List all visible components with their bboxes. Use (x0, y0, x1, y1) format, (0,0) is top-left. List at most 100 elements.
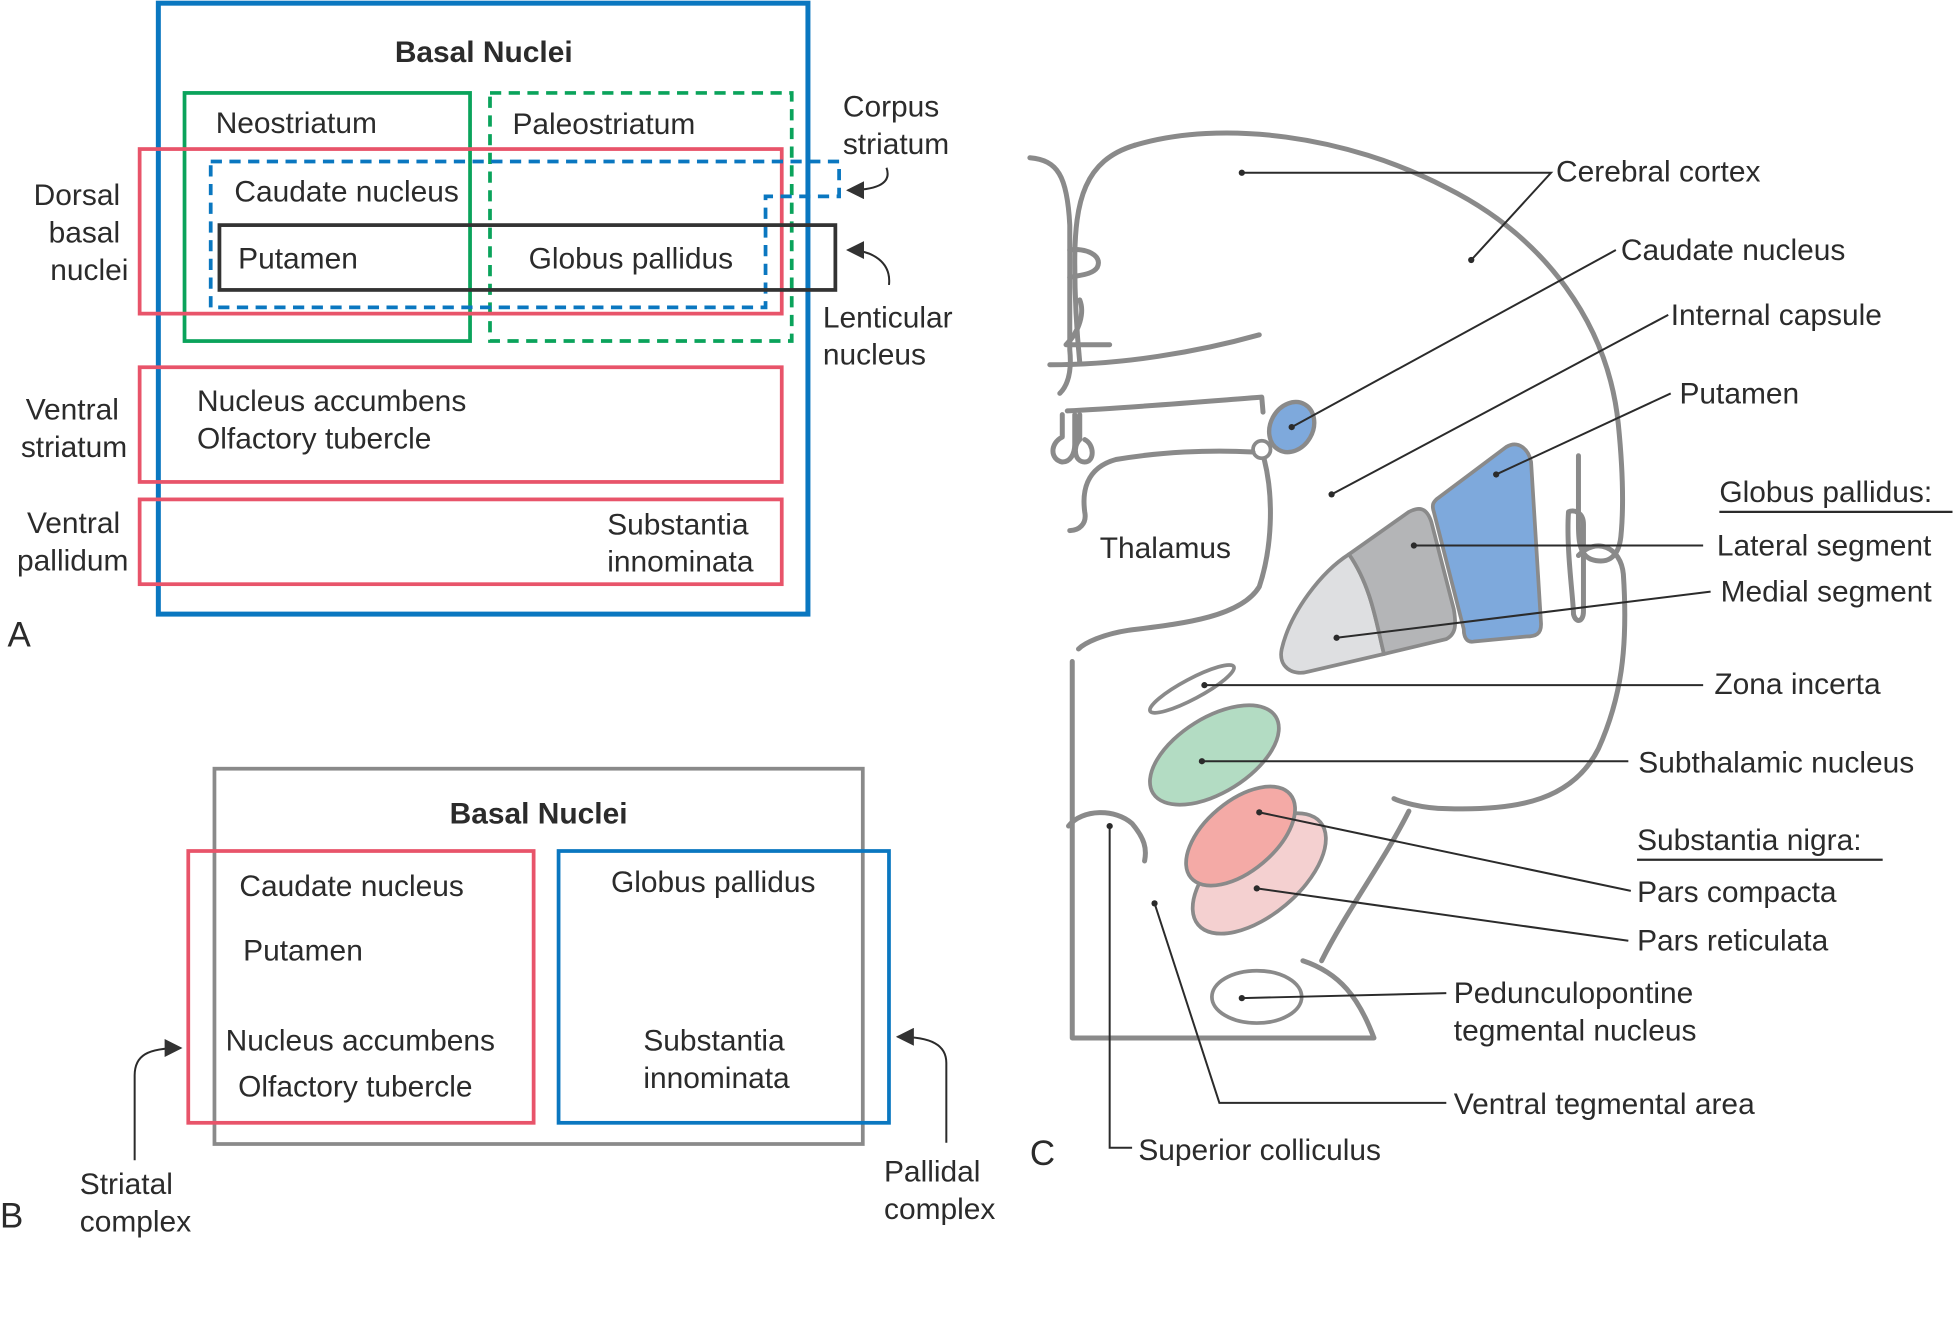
putamen-shape (1430, 442, 1543, 644)
zona-incerta-label: Zona incerta (1714, 668, 1881, 701)
b-globus-pallidus-label: Globus pallidus (611, 866, 815, 899)
striatal-complex-label: Striatal complex (80, 1168, 191, 1238)
corpus-striatum-line-2: striatum (843, 128, 949, 161)
panel-b-letter: B (0, 1197, 23, 1236)
caudate-nucleus-c-label: Caudate nucleus (1621, 234, 1845, 267)
dorsal-line-3: nuclei (50, 254, 128, 287)
panel-c-letter: C (1030, 1134, 1055, 1173)
dorsal-line-1: Dorsal (34, 179, 120, 212)
striatal-complex-arrow (133, 1039, 183, 1161)
corpus-striatum-label: Corpus striatum (843, 91, 949, 161)
cerebral-cortex-label: Cerebral cortex (1556, 155, 1760, 188)
panel-c: Thalamus (1027, 130, 1953, 1173)
paleostriatum-label: Paleostriatum (512, 108, 695, 141)
insula-outline (1391, 543, 1628, 812)
corpus-callosum-fold (1067, 247, 1101, 280)
claustrum (1565, 508, 1586, 623)
dorsal-line-2: basal (49, 217, 121, 250)
neostriatum-label: Neostriatum (216, 107, 377, 140)
ventral-striatum-items: Nucleus accumbens Olfactory tubercle (197, 385, 475, 455)
b-putamen-label: Putamen (243, 935, 363, 968)
basal-nuclei-box (155, 0, 811, 617)
panel-a: Basal Nuclei Neostriatum Paleostriatum C… (7, 0, 961, 655)
midline-fissure-right (1072, 142, 1138, 365)
substantia-label: Substantia (607, 508, 749, 541)
callosum-lower (1047, 332, 1262, 368)
pars-compacta-label: Pars compacta (1637, 876, 1837, 909)
panel-a-title: Basal Nuclei (395, 36, 573, 69)
b-substantia-line: Substantia (643, 1024, 785, 1057)
pedunculopontine-label: Pedunculopontine tegmental nucleus (1454, 977, 1702, 1047)
dorsal-basal-nuclei-label: Dorsal basal nuclei (34, 179, 129, 287)
ventral-pallidum-items: Substantia innominata (607, 508, 757, 578)
cerebral-peduncle (1319, 808, 1412, 964)
subthalamic-nucleus-shape (1148, 703, 1281, 807)
ventral-striatum-line-1: Ventral (26, 394, 119, 427)
thalamus-label: Thalamus (1100, 532, 1231, 565)
striatal-line-2: complex (80, 1205, 191, 1238)
b-substantia-innominata-label: Substantia innominata (643, 1024, 793, 1094)
b-innominata-line: innominata (643, 1062, 790, 1095)
ventral-pallidum-line-2: pallidum (17, 544, 128, 577)
lateral-segment-label: Lateral segment (1717, 530, 1932, 563)
olfactory-tubercle-label: Olfactory tubercle (197, 422, 431, 455)
globus-pallidus-heading: Globus pallidus: (1719, 476, 1932, 509)
globus-pallidus-label: Globus pallidus (529, 243, 733, 276)
leader-lines (1106, 169, 1711, 1149)
lenticular-nucleus-label: Lenticular nucleus (823, 301, 961, 371)
panel-b-basal-nuclei-box (212, 766, 865, 1146)
striatal-complex-box (186, 849, 536, 1125)
putamen-label: Putamen (238, 243, 358, 276)
nucleus-accumbens-label: Nucleus accumbens (197, 385, 466, 418)
panel-b: Basal Nuclei Caudate nucleus Putamen Nuc… (0, 766, 995, 1238)
subthalamic-nucleus-label: Subthalamic nucleus (1638, 746, 1914, 779)
ventral-striatum-box (137, 365, 784, 484)
zona-incerta-shape (1147, 663, 1236, 715)
pallidal-complex-arrow (895, 1027, 948, 1143)
thalamus-lateral (1075, 457, 1273, 652)
midbrain-outline (1069, 658, 1377, 1041)
stria-terminalis (1251, 438, 1273, 461)
b-nucleus-accumbens-label: Nucleus accumbens (226, 1024, 495, 1057)
ventral-striatum-line-2: striatum (21, 431, 127, 464)
medial-segment-label: Medial segment (1721, 576, 1933, 609)
ventral-pallidum-line-1: Ventral (27, 507, 120, 540)
pars-reticulata-label: Pars reticulata (1637, 925, 1829, 958)
panel-a-letter: A (7, 616, 31, 655)
thalamus-outline (1067, 448, 1256, 534)
pallidal-line-2: complex (884, 1193, 995, 1226)
pedunculopontine-line-1: Pedunculopontine (1454, 977, 1693, 1010)
panel-b-title: Basal Nuclei (450, 798, 628, 831)
putamen-c-label: Putamen (1679, 377, 1799, 410)
lateral-ventricle-roof (1064, 394, 1266, 415)
pars-compacta-shape (1184, 784, 1297, 888)
corpus-striatum-outline (208, 159, 841, 310)
septum (1050, 412, 1095, 465)
neostriatum-box (182, 91, 472, 343)
b-olfactory-tubercle-label: Olfactory tubercle (238, 1071, 472, 1104)
pedunculopontine-line-2: tegmental nucleus (1454, 1015, 1697, 1048)
innominata-label: innominata (607, 546, 754, 579)
superior-colliculus-label: Superior colliculus (1138, 1134, 1381, 1167)
ventral-pallidum-box (137, 497, 784, 587)
lenticular-nucleus-arrow (846, 241, 891, 286)
cortex-outline (1132, 130, 1625, 564)
lenticular-nucleus-box (217, 223, 838, 292)
ventral-striatum-label: Ventral striatum (21, 394, 127, 464)
dorsal-basal-nuclei-box (137, 147, 784, 316)
pallidal-complex-label: Pallidal complex (884, 1155, 995, 1225)
paleostriatum-box (488, 91, 794, 343)
lenticular-line-1: Lenticular (823, 301, 953, 334)
caudate-nucleus-label: Caudate nucleus (234, 175, 458, 208)
b-caudate-label: Caudate nucleus (239, 870, 463, 903)
internal-capsule-label: Internal capsule (1671, 299, 1882, 332)
corpus-striatum-line-1: Corpus (843, 91, 939, 124)
striatal-line-1: Striatal (80, 1168, 173, 1201)
superior-colliculus-shape (1066, 810, 1148, 864)
corpus-striatum-arrow (846, 167, 889, 200)
midline-fissure (1027, 155, 1073, 396)
substantia-nigra-heading: Substantia nigra: (1637, 824, 1861, 857)
ventral-tegmental-area-label: Ventral tegmental area (1454, 1088, 1755, 1121)
